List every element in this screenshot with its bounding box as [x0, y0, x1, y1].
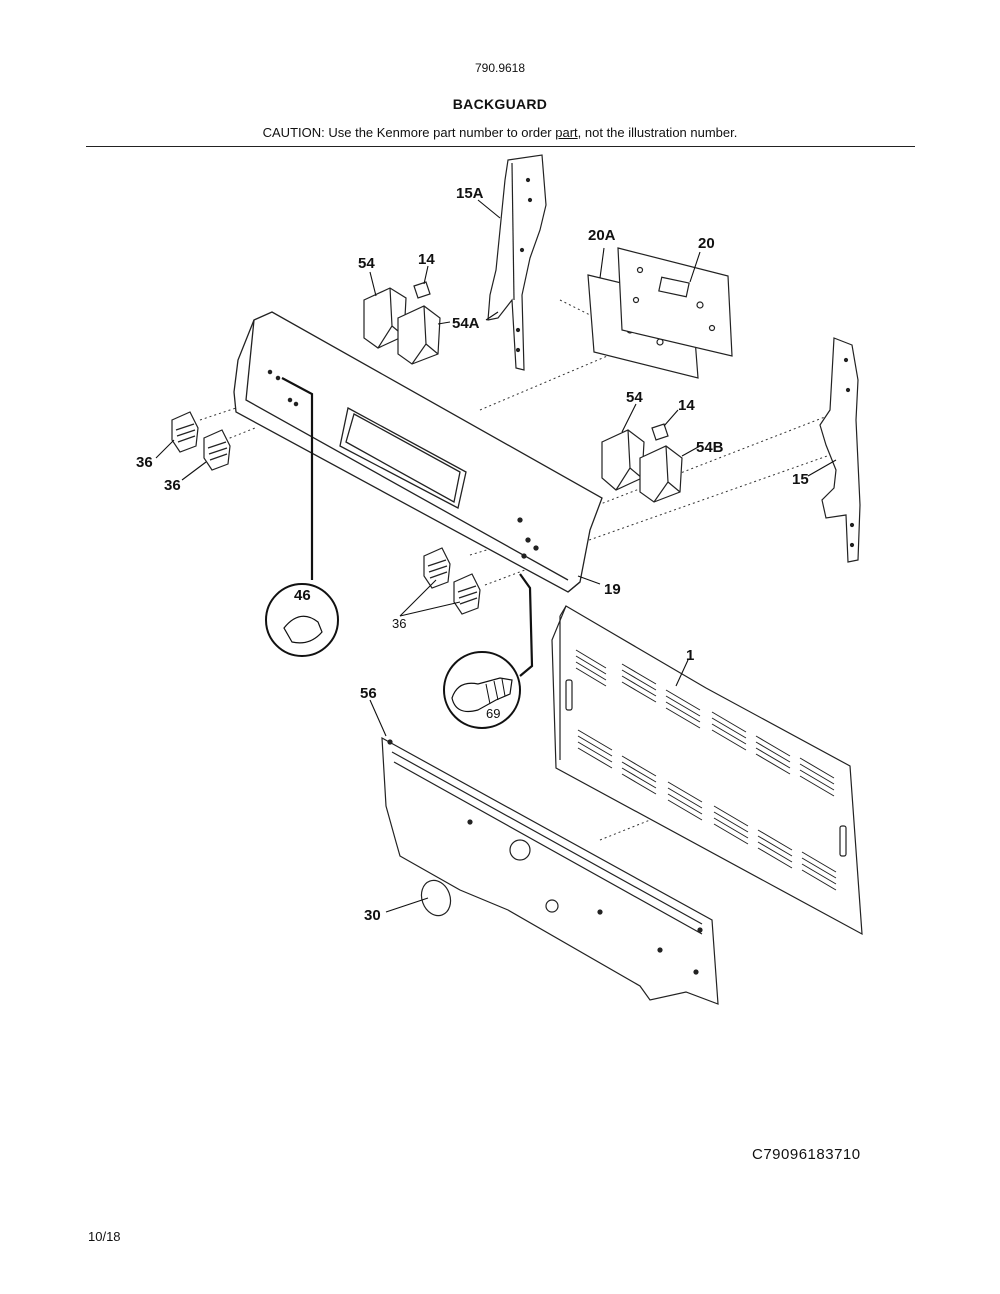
knob-36-right-1 — [423, 547, 451, 589]
image-code: C79096183710 — [752, 1146, 861, 1163]
manifold-panel-56 — [381, 736, 719, 1005]
end-bracket-15a — [487, 154, 547, 371]
knob-36-left-1 — [171, 411, 199, 453]
callout-54-top: 54 — [358, 255, 375, 272]
switch-54a — [397, 305, 441, 365]
callout-30: 30 — [364, 907, 381, 924]
indicator-light-14-top — [413, 281, 431, 299]
header-divider — [86, 146, 915, 147]
callout-56: 56 — [360, 685, 377, 702]
knob-36-left-2 — [203, 429, 231, 471]
callout-36-c: 36 — [392, 616, 406, 631]
switch-54-mid — [601, 429, 645, 491]
callout-54a: 54A — [452, 315, 480, 332]
callout-46: 46 — [294, 587, 311, 604]
control-panel-19 — [233, 311, 603, 593]
callout-36-a: 36 — [136, 454, 153, 471]
cap-30 — [420, 879, 452, 917]
callout-15: 15 — [792, 471, 809, 488]
callout-15a: 15A — [456, 185, 484, 202]
model-number: 790.9618 — [474, 61, 526, 75]
vent-slots — [575, 649, 837, 891]
caution-prefix: CAUTION: Use the Kenmore part number to … — [262, 125, 556, 140]
caution-note: CAUTION: Use the Kenmore part number to … — [0, 125, 1000, 140]
callout-14-top: 14 — [418, 251, 435, 268]
detail-46-lamp — [265, 377, 339, 657]
control-board-20 — [617, 247, 733, 357]
detail-69-screw — [443, 573, 534, 729]
callout-69: 69 — [486, 706, 500, 721]
leader-lines — [155, 199, 837, 913]
callout-20a: 20A — [588, 227, 616, 244]
rear-panel-1 — [551, 605, 863, 936]
callout-14-mid: 14 — [678, 397, 695, 414]
callout-36-b: 36 — [164, 477, 181, 494]
callout-20: 20 — [698, 235, 715, 252]
callout-19: 19 — [604, 581, 621, 598]
caution-suffix: , not the illustration number. — [577, 125, 738, 140]
page-number: 10/18 — [88, 1229, 121, 1244]
knob-36-right-2 — [453, 573, 481, 615]
indicator-light-14-mid — [651, 423, 669, 441]
callout-54-mid: 54 — [626, 389, 643, 406]
switch-54b — [639, 445, 683, 503]
callout-54b: 54B — [696, 439, 724, 456]
caution-part-link[interactable]: part — [555, 125, 578, 140]
callout-1: 1 — [686, 647, 694, 664]
end-bracket-15 — [819, 337, 861, 563]
page-title: BACKGUARD — [452, 96, 548, 112]
